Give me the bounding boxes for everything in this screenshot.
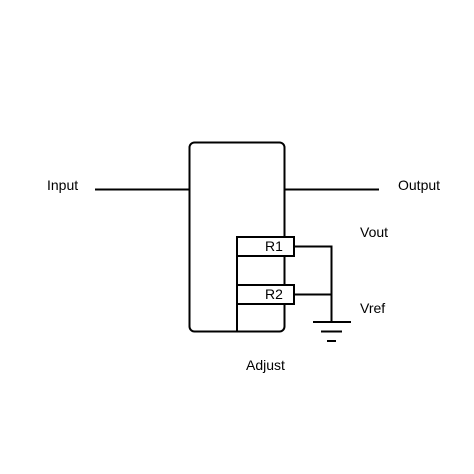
vref-label: Vref: [360, 300, 385, 316]
adjust-label: Adjust: [246, 357, 285, 373]
vout-label: Vout: [360, 224, 388, 240]
output-label: Output: [398, 177, 440, 193]
resistor-r2-label: R2: [265, 286, 283, 302]
input-label: Input: [47, 177, 78, 193]
ground-icon: [313, 321, 351, 342]
resistor-r1-label: R1: [265, 238, 283, 254]
